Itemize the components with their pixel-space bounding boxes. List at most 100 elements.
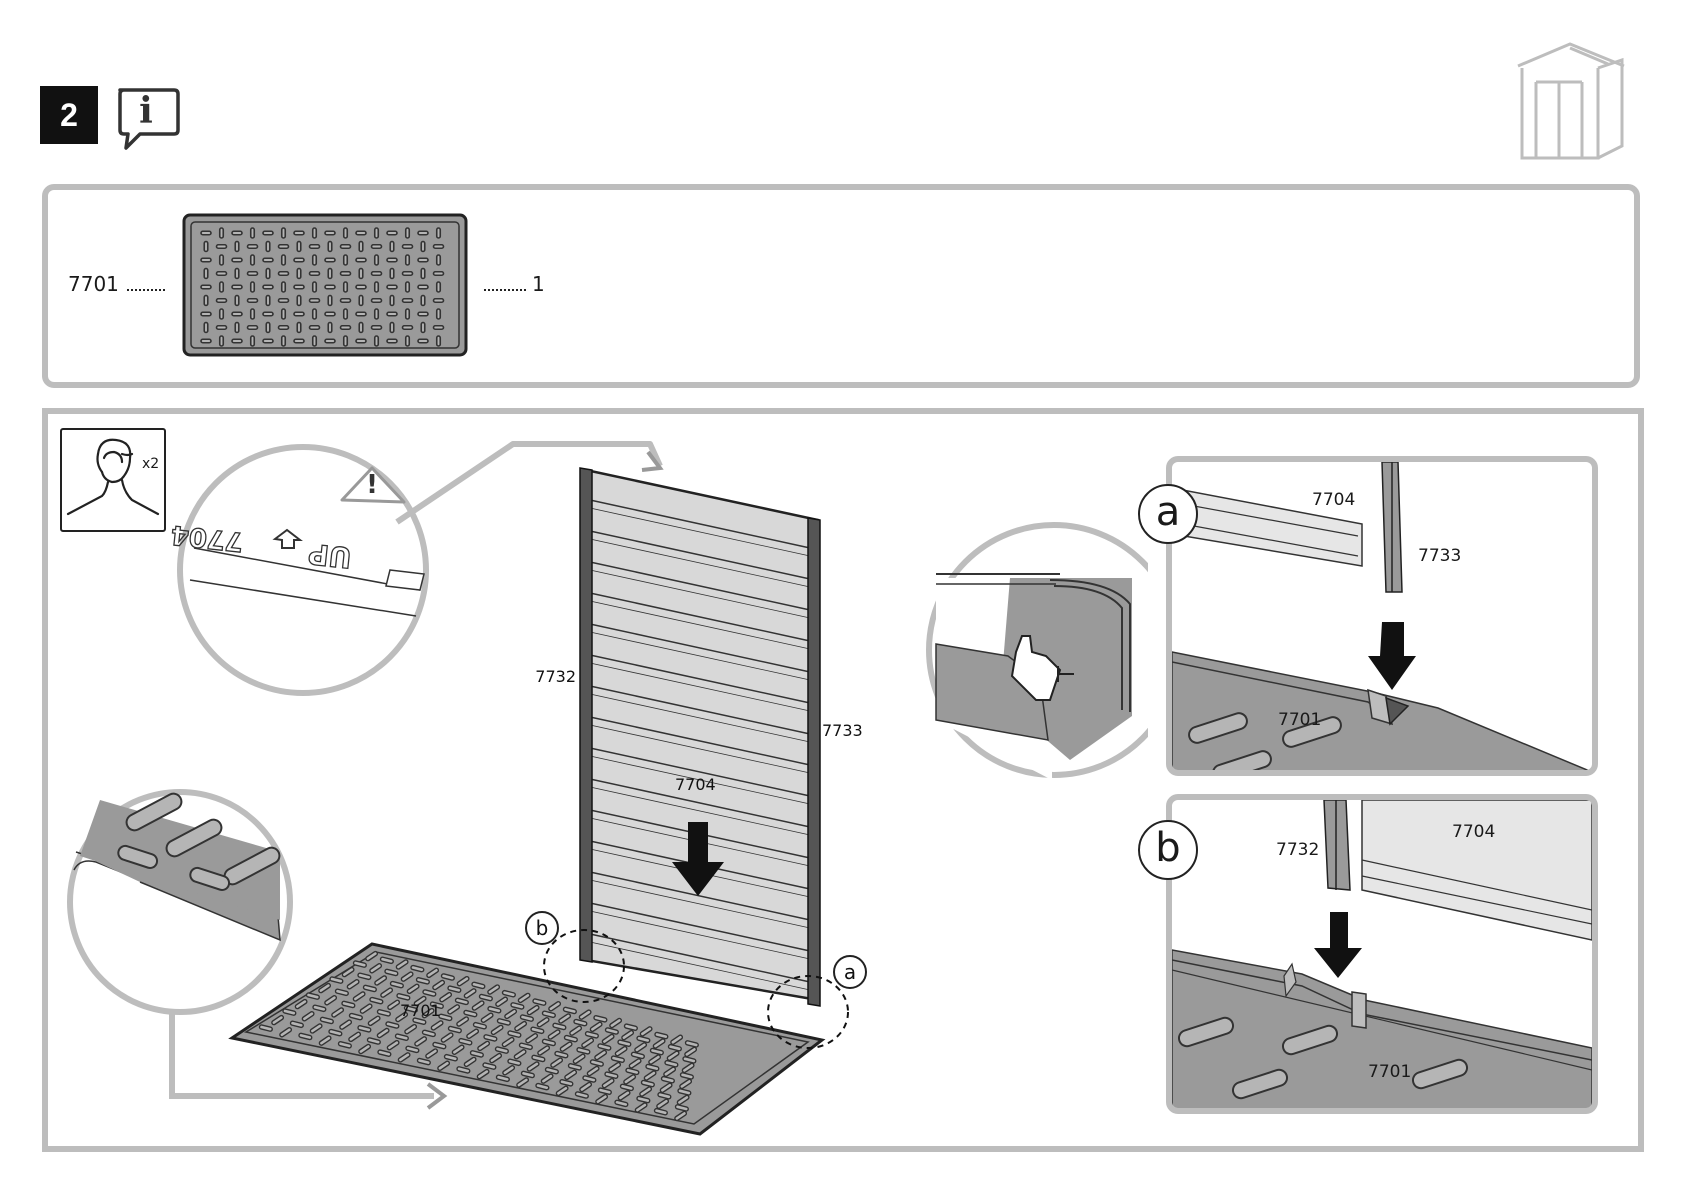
slot-pattern	[387, 231, 397, 235]
slot-pattern	[313, 255, 317, 265]
slot-pattern	[325, 285, 335, 289]
slot-pattern	[235, 296, 239, 306]
slot-pattern	[437, 336, 441, 346]
slot-pattern	[232, 312, 242, 316]
slot-pattern	[310, 245, 320, 249]
slot-pattern	[294, 258, 304, 262]
slot-pattern	[403, 272, 413, 276]
slot-pattern	[328, 323, 332, 333]
slot-pattern	[220, 336, 224, 346]
slot-pattern	[341, 245, 351, 249]
slot-pattern	[297, 242, 301, 252]
slot-pattern	[372, 272, 382, 276]
detail-b-tag: b	[1138, 820, 1198, 880]
slot-pattern	[297, 296, 301, 306]
slot-pattern	[248, 272, 258, 276]
slot-pattern	[251, 228, 255, 238]
slot-pattern	[263, 312, 273, 316]
slot-pattern	[294, 339, 304, 343]
slot-pattern	[390, 242, 394, 252]
leader-dots	[484, 289, 526, 291]
slot-pattern	[341, 299, 351, 303]
step-number-badge: 2	[40, 86, 98, 144]
slot-pattern	[248, 245, 258, 249]
warning-glyph: !	[366, 470, 378, 500]
slot-pattern	[204, 242, 208, 252]
slot-pattern	[201, 339, 211, 343]
detail-a-profile-label: 7733	[1418, 546, 1461, 566]
slot-pattern	[263, 258, 273, 262]
slot-pattern	[406, 282, 410, 292]
slot-pattern	[279, 299, 289, 303]
slot-pattern	[344, 309, 348, 319]
shed-outline-icon	[1512, 38, 1632, 168]
slot-pattern	[313, 282, 317, 292]
slot-pattern	[341, 326, 351, 330]
slot-pattern	[217, 272, 227, 276]
slot-pattern	[421, 296, 425, 306]
slot-pattern	[372, 299, 382, 303]
floor-panel-part-image	[182, 213, 468, 357]
slot-pattern	[313, 336, 317, 346]
slot-pattern	[418, 231, 428, 235]
stamp-up-text: UP	[307, 537, 353, 574]
slot-pattern	[217, 245, 227, 249]
right-profile-label: 7733	[822, 721, 863, 740]
info-speech-bubble-icon: i	[116, 86, 180, 152]
slot-pattern	[266, 323, 270, 333]
detail-b-panel: 7732 7704 7701	[1166, 794, 1598, 1114]
slot-pattern	[418, 312, 428, 316]
slot-pattern	[282, 282, 286, 292]
slot-pattern	[328, 242, 332, 252]
slot-pattern	[403, 245, 413, 249]
slot-pattern	[220, 309, 224, 319]
slot-pattern	[356, 312, 366, 316]
slot-pattern	[266, 242, 270, 252]
slot-pattern	[201, 312, 211, 316]
slot-pattern	[387, 258, 397, 262]
slot-pattern	[437, 228, 441, 238]
slot-pattern	[387, 339, 397, 343]
slot-pattern	[434, 326, 444, 330]
slot-pattern	[375, 255, 379, 265]
slot-pattern	[310, 299, 320, 303]
slot-pattern	[375, 282, 379, 292]
slot-pattern	[310, 326, 320, 330]
wall-panel-label: 7704	[675, 775, 716, 794]
detail-b-profile-label: 7732	[1276, 840, 1319, 860]
slot-pattern	[294, 312, 304, 316]
slot-pattern	[235, 269, 239, 279]
slot-pattern	[313, 228, 317, 238]
slot-pattern	[294, 285, 304, 289]
slot-pattern	[375, 336, 379, 346]
slot-pattern	[437, 309, 441, 319]
slot-pattern	[356, 285, 366, 289]
slot-pattern	[359, 242, 363, 252]
slot-pattern	[356, 258, 366, 262]
slot-pattern	[421, 323, 425, 333]
slot-pattern	[406, 255, 410, 265]
slot-pattern	[437, 282, 441, 292]
slot-pattern	[282, 336, 286, 346]
slot-pattern	[356, 231, 366, 235]
left-profile-label: 7732	[535, 667, 576, 686]
slot-pattern	[263, 231, 273, 235]
detail-a-floor-label: 7701	[1278, 710, 1321, 730]
slot-pattern	[251, 336, 255, 346]
callout-a-label: a	[844, 960, 856, 984]
slot-pattern	[344, 255, 348, 265]
slot-pattern	[356, 339, 366, 343]
slot-pattern	[232, 258, 242, 262]
slot-pattern	[406, 336, 410, 346]
slot-pattern	[248, 299, 258, 303]
slot-pattern	[437, 255, 441, 265]
slot-pattern	[313, 309, 317, 319]
slot-pattern	[372, 326, 382, 330]
leader-dots	[127, 289, 165, 291]
slot-pattern	[434, 299, 444, 303]
slot-pattern	[325, 339, 335, 343]
slot-pattern	[421, 269, 425, 279]
slot-pattern	[294, 231, 304, 235]
slot-pattern	[201, 285, 211, 289]
floor-label: 7701	[400, 1001, 441, 1020]
